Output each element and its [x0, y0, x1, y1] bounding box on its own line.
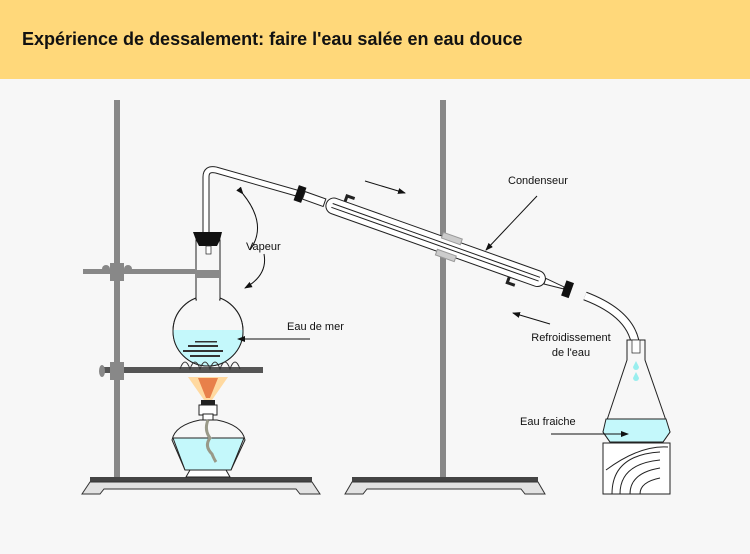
label-refroidissement-line1: Refroidissement: [531, 332, 611, 344]
left-stand: [81, 100, 321, 495]
distillation-diagram: [81, 100, 671, 495]
label-eau-de-mer: Eau de mer: [287, 321, 344, 333]
label-condenseur: Condenseur: [508, 175, 568, 187]
header: Expérience de dessalement: faire l'eau s…: [0, 0, 750, 79]
label-eau-fraiche: Eau fraiche: [520, 416, 576, 428]
label-vapeur: Vapeur: [246, 241, 281, 253]
alcohol-burner: [171, 377, 246, 478]
right-stand: [344, 100, 546, 495]
label-refroidissement-line2: de l'eau: [551, 347, 591, 359]
label-refroidissement: Refroidissement de l'eau: [528, 331, 614, 361]
round-bottom-flask: [172, 232, 244, 371]
erlenmeyer-flask: [602, 339, 671, 495]
condenser: [293, 185, 574, 299]
page-title: Expérience de dessalement: faire l'eau s…: [22, 29, 523, 49]
